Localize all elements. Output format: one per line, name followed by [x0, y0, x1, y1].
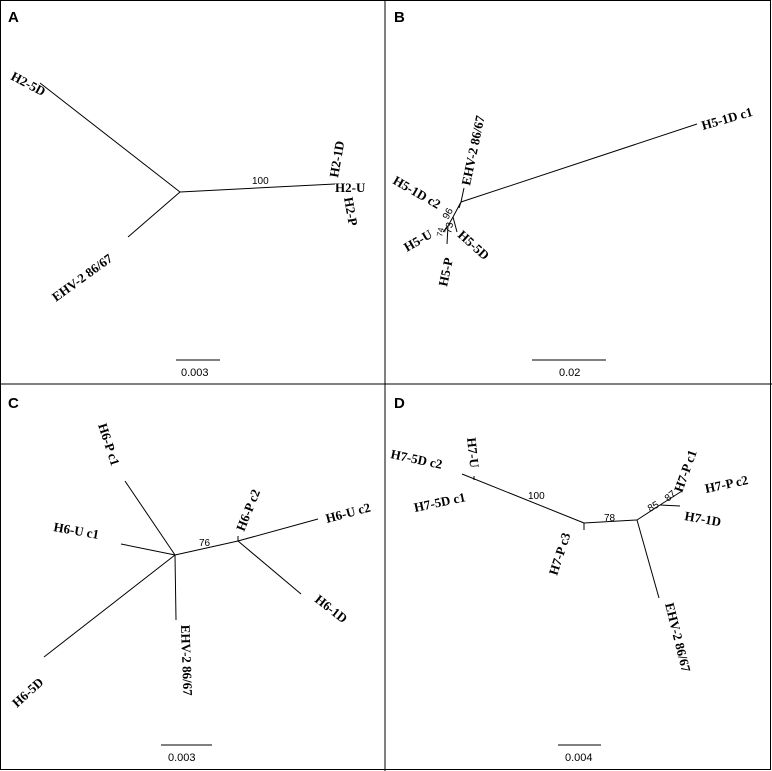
bootstrap-value: 85 — [646, 499, 662, 514]
bootstrap-value: 100 — [528, 491, 545, 502]
bootstrap-value: 78 — [604, 513, 616, 524]
branch — [442, 225, 449, 233]
branch — [659, 504, 681, 507]
leaf-label: H6-U c2 — [324, 500, 372, 526]
leaf-label: H6-U c1 — [52, 519, 100, 542]
panel-letter: C — [8, 395, 19, 412]
branch — [583, 519, 638, 524]
branch — [636, 519, 660, 599]
scale-label: 0.02 — [559, 367, 580, 379]
branch — [659, 490, 683, 506]
leaf-label: H7-P c3 — [546, 530, 574, 577]
panel-letter: D — [394, 395, 405, 412]
branch — [458, 201, 462, 209]
leaf-label: H2-U — [335, 180, 366, 195]
branch — [174, 554, 177, 621]
branch — [127, 191, 181, 238]
branch — [179, 183, 336, 193]
branch — [39, 82, 181, 193]
branch — [43, 554, 176, 658]
branch — [237, 518, 319, 542]
leaf-label: H2-1D — [326, 140, 347, 179]
branch — [120, 543, 176, 556]
branch — [237, 540, 302, 595]
leaf-label: EHV-2 86/67 — [49, 250, 116, 304]
branch — [446, 225, 449, 245]
leaf-label: H6-P c1 — [95, 421, 123, 467]
scale-label: 0.003 — [168, 752, 196, 764]
leaf-label: H2-5D — [9, 68, 49, 99]
leaf-label: H5-5D — [455, 227, 492, 263]
branch — [461, 473, 585, 524]
panel-b: B H5-1D c1 EHV-2 86/67 H5-1D c2 H5-U H5-… — [391, 9, 755, 379]
leaf-label: H5-1D c1 — [700, 104, 754, 133]
branch — [174, 540, 239, 556]
leaf-label: H7-P c1 — [671, 448, 700, 494]
branch — [447, 216, 454, 227]
scale-label: 0.004 — [565, 752, 593, 764]
bootstrap-value: 74 — [435, 226, 446, 237]
leaf-label: H6-1D — [312, 592, 350, 627]
leaf-label: EHV-2 86/67 — [178, 625, 195, 697]
leaf-label: EHV-2 86/67 — [458, 114, 488, 187]
leaf-label: H5-U — [401, 226, 435, 254]
leaf-label: H5-P — [435, 256, 456, 287]
panel-a: A H2-5D EHV-2 86/67 H2-1D H2-U H2-P 100 … — [8, 9, 366, 379]
leaf-label: EHV-2 86/67 — [662, 601, 694, 674]
leaf-label: H5-1D c2 — [391, 173, 444, 212]
panel-c: C H6-P c1 H6-U c1 H6-5D EHV-2 86/67 H6-P… — [8, 395, 372, 764]
panel-letter: A — [8, 9, 19, 26]
leaf-label: H2-P — [341, 196, 361, 227]
leaf-label: H7-U — [464, 437, 482, 469]
panel-letter: B — [394, 9, 405, 26]
leaf-label: H7-1D — [683, 508, 722, 529]
leaf-label: H7-P c2 — [704, 472, 750, 496]
branch — [452, 216, 458, 233]
bootstrap-value: 73 — [443, 221, 456, 235]
bootstrap-value: 100 — [252, 176, 269, 187]
branch — [636, 504, 661, 521]
panel-d: D H7-5D c2 H7-U H7-5D c1 H7-P c3 H7-P c1… — [389, 395, 749, 764]
leaf-label: H7-5D c1 — [413, 489, 467, 515]
leaf-label: H6-P c2 — [233, 487, 263, 533]
scale-label: 0.003 — [181, 367, 209, 379]
bootstrap-value: 96 — [441, 206, 456, 221]
leaf-label: H7-5D c2 — [389, 446, 443, 472]
leaf-label: H6-5D — [9, 674, 46, 710]
branch — [460, 123, 698, 203]
branch — [460, 187, 465, 203]
bootstrap-value: 76 — [199, 538, 211, 549]
branch — [124, 480, 176, 556]
